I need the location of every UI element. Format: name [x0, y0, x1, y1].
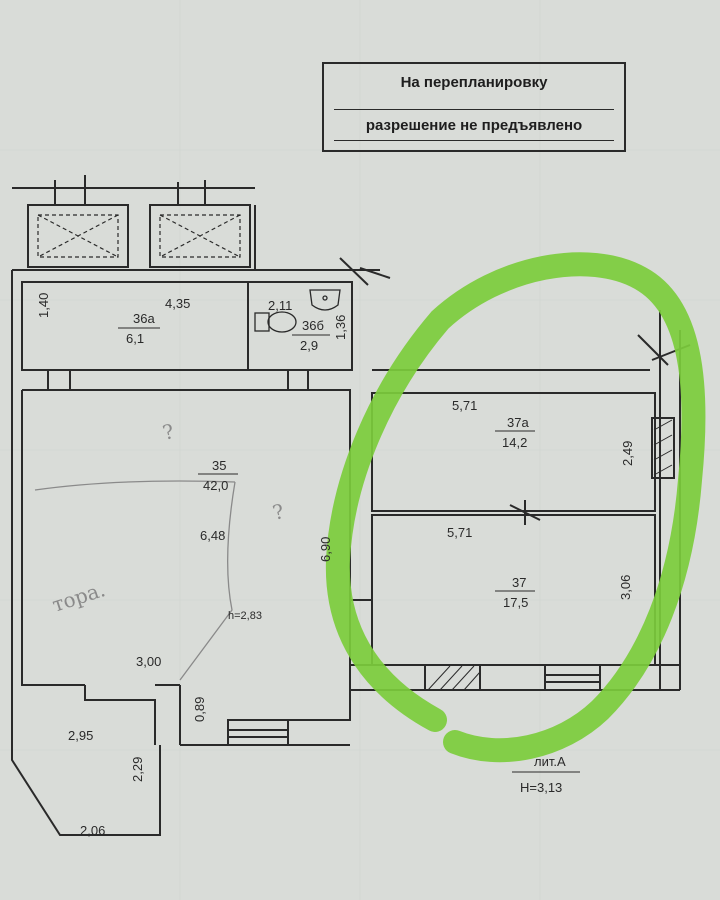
stamp-subtitle: разрешение не предъявлено [365, 117, 583, 134]
stamp-title: На перепланировку [400, 74, 548, 91]
dim-6-90: 6,90 [318, 537, 333, 562]
dim-5-71-top: 5,71 [452, 398, 477, 413]
room-35-area: 42,0 [203, 478, 228, 493]
highlight-circle [325, 252, 706, 763]
room-35-number: 35 [212, 458, 226, 473]
sink-icon [309, 289, 341, 311]
room-36b-area: 2,9 [300, 338, 318, 353]
stamp-divider [334, 109, 614, 110]
room-37-number: 37 [512, 575, 526, 590]
dim-2-11: 2,11 [268, 298, 292, 313]
dim-1-40: 1,40 [36, 293, 51, 318]
handwritten-question-2: ? [270, 499, 287, 525]
dim-5-71-bottom: 5,71 [447, 525, 472, 540]
height-label: Н=3,13 [520, 780, 562, 795]
room-37-area: 17,5 [503, 595, 528, 610]
dim-3-00: 3,00 [136, 654, 161, 669]
stamp-underline [334, 140, 614, 141]
dim-0-89: 0,89 [192, 697, 207, 722]
dim-2-95: 2,95 [68, 728, 93, 743]
dim-2-06: 2,06 [80, 823, 105, 838]
vent-shafts [37, 214, 241, 258]
dim-3-06: 3,06 [618, 575, 633, 600]
handwritten-note: тора. [49, 577, 108, 617]
hatch-marks [427, 419, 673, 691]
room-36a-number: 36а [133, 311, 155, 326]
handwritten-question-1: ? [160, 419, 177, 445]
dim-h-2-83: h=2,83 [228, 610, 262, 622]
room-37a-number: 37а [507, 415, 529, 430]
dim-1-36: 1,36 [333, 315, 348, 340]
dim-2-49: 2,49 [620, 441, 635, 466]
stamp-box: На перепланировку разрешение не предъявл… [322, 62, 626, 152]
dim-6-48: 6,48 [200, 528, 225, 543]
toilet-icon [254, 311, 297, 333]
room-37a-area: 14,2 [502, 435, 527, 450]
room-36a-area: 6,1 [126, 331, 144, 346]
dim-4-35: 4,35 [165, 296, 190, 311]
dim-2-29: 2,29 [130, 757, 145, 782]
room-36b-number: 36б [302, 318, 324, 333]
lit-label: лит.А [534, 754, 566, 769]
pencil-markings [34, 480, 236, 681]
